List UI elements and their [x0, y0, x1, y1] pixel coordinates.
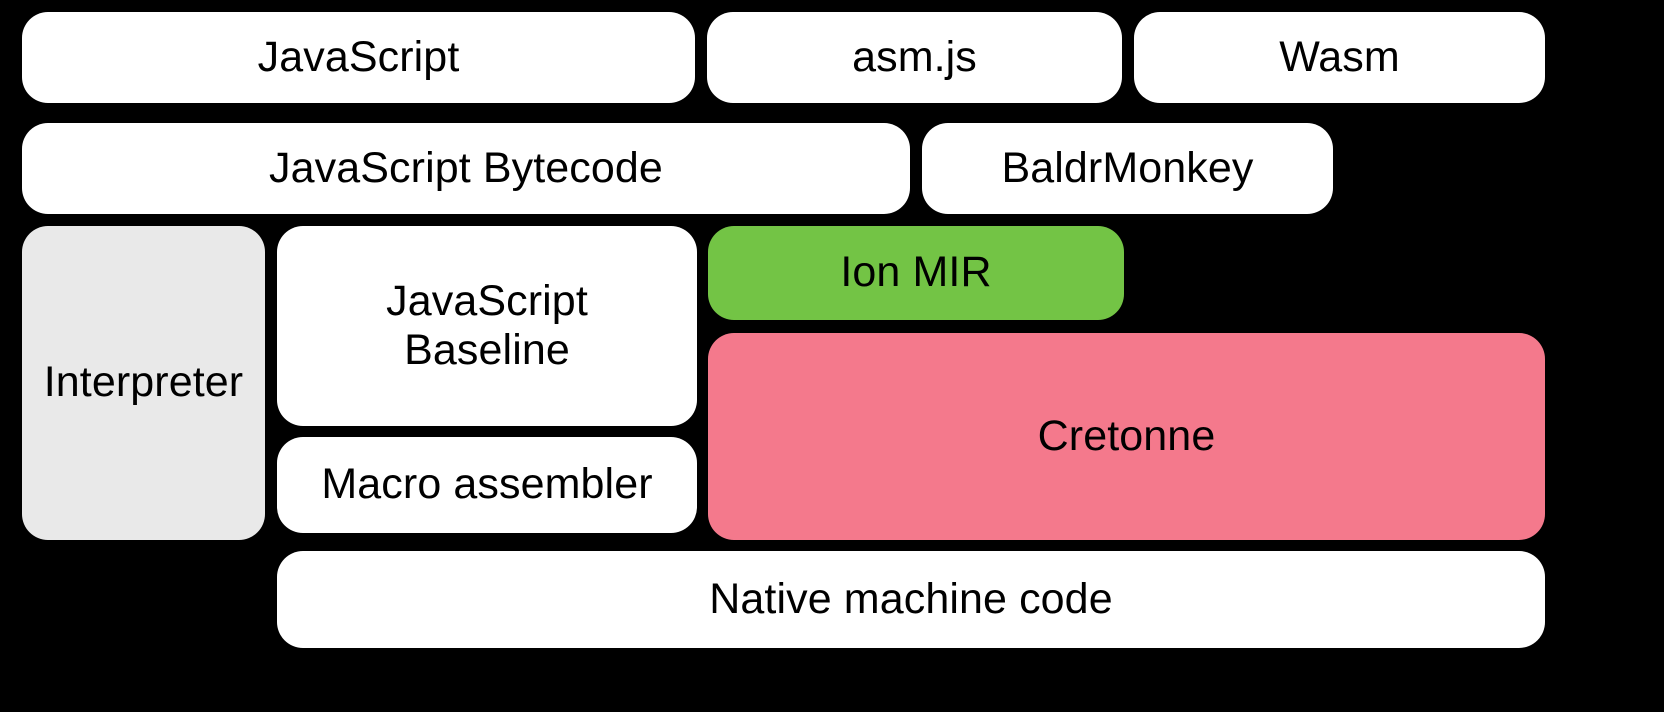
node-javascript-baseline[interactable]: JavaScript Baseline: [277, 226, 697, 426]
node-interpreter[interactable]: Interpreter: [22, 226, 265, 540]
node-javascript-bytecode[interactable]: JavaScript Bytecode: [22, 123, 910, 214]
node-native-machine-code[interactable]: Native machine code: [277, 551, 1545, 648]
node-macro-assembler[interactable]: Macro assembler: [277, 437, 697, 533]
node-asmjs[interactable]: asm.js: [707, 12, 1122, 103]
node-javascript[interactable]: JavaScript: [22, 12, 695, 103]
node-ion-mir[interactable]: Ion MIR: [708, 226, 1124, 320]
node-baldrmonkey[interactable]: BaldrMonkey: [922, 123, 1333, 214]
node-wasm[interactable]: Wasm: [1134, 12, 1545, 103]
node-cretonne[interactable]: Cretonne: [708, 333, 1545, 540]
